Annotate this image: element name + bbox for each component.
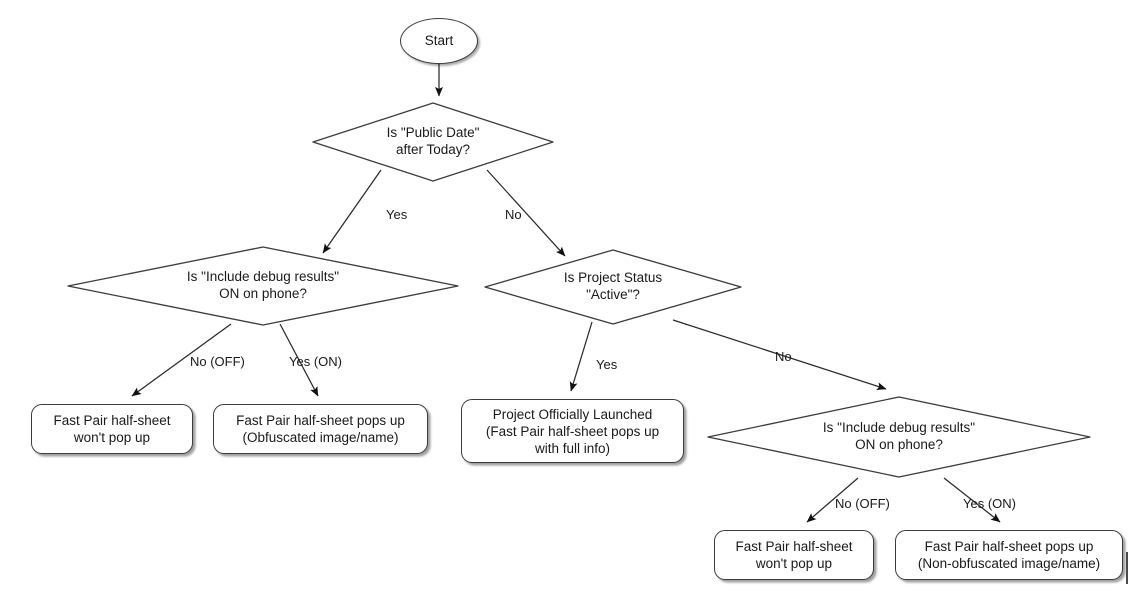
node-decision-public-date-label: Is "Public Date" after Today?: [386, 125, 480, 157]
node-result-left-no-popup-label: Fast Pair half-sheet won't pop up: [53, 413, 171, 445]
diamond-shape-icon: [707, 396, 1091, 478]
node-decision-debug-results-left-label: Is "Include debug results" ON on phone?: [186, 269, 340, 301]
right-edge-marker: [1126, 552, 1128, 584]
diamond-shape-icon: [312, 102, 554, 182]
node-decision-project-status-label: Is Project Status "Active"?: [563, 270, 663, 302]
node-decision-debug-results-left[interactable]: Is "Include debug results" ON on phone?: [66, 245, 460, 327]
edge-label-debug-right-yes-on: Yes (ON): [963, 496, 1016, 511]
edge-label-public-date-yes: Yes: [386, 207, 408, 222]
node-decision-debug-results-right[interactable]: Is "Include debug results" ON on phone?: [706, 395, 1092, 479]
node-result-right-no-popup-label: Fast Pair half-sheet won't pop up: [735, 539, 853, 571]
node-result-right-non-obfuscated[interactable]: Fast Pair half-sheet pops up (Non-obfusc…: [895, 530, 1123, 580]
node-result-right-non-obfuscated-label: Fast Pair half-sheet pops up (Non-obfusc…: [917, 539, 1101, 571]
node-start[interactable]: Start: [400, 18, 478, 64]
edge-label-project-status-no: No: [775, 349, 792, 364]
node-result-project-launched[interactable]: Project Officially Launched (Fast Pair h…: [461, 399, 684, 463]
edge-project-status-yes: [569, 321, 593, 392]
node-result-right-no-popup[interactable]: Fast Pair half-sheet won't pop up: [714, 530, 874, 580]
diamond-shape-icon: [67, 246, 459, 326]
node-result-left-no-popup[interactable]: Fast Pair half-sheet won't pop up: [31, 404, 193, 454]
node-result-left-obfuscated-label: Fast Pair half-sheet pops up (Obfuscated…: [236, 413, 405, 445]
node-result-project-launched-label: Project Officially Launched (Fast Pair h…: [485, 406, 660, 456]
node-decision-project-status[interactable]: Is Project Status "Active"?: [483, 248, 743, 326]
node-start-label: Start: [424, 32, 454, 48]
node-decision-public-date[interactable]: Is "Public Date" after Today?: [311, 101, 555, 183]
node-result-left-obfuscated[interactable]: Fast Pair half-sheet pops up (Obfuscated…: [213, 404, 428, 454]
diamond-shape-icon: [484, 249, 742, 325]
node-decision-debug-results-right-label: Is "Include debug results" ON on phone?: [822, 420, 976, 452]
edge-label-debug-right-no-off: No (OFF): [835, 496, 890, 511]
edge-label-project-status-yes: Yes: [596, 357, 618, 372]
edge-label-public-date-no: No: [505, 207, 522, 222]
edge-label-debug-left-no-off: No (OFF): [190, 354, 245, 369]
edge-label-debug-left-yes-on: Yes (ON): [289, 354, 342, 369]
